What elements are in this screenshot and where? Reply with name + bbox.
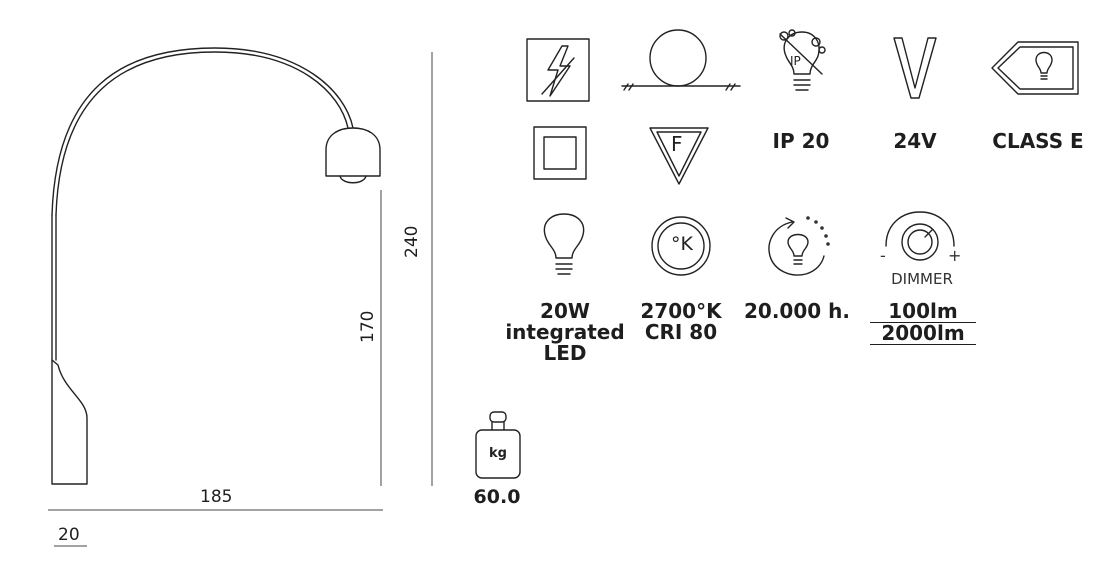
lumen-max-label: 2000lm (870, 323, 976, 345)
dimmer-min-text: - (880, 246, 886, 265)
weight-icon (475, 411, 521, 479)
voltage-v-icon (893, 37, 937, 99)
power-line-3: LED (543, 341, 587, 365)
double-insulation-icon (533, 126, 587, 180)
dimmer-knob-icon (885, 211, 955, 261)
lamp-arc-pole (51, 47, 354, 216)
dim-height-base: 170 (358, 310, 378, 343)
lifetime-icon (768, 216, 830, 276)
power-spec: 20W integrated LED (490, 301, 640, 364)
ip-protection-icon (779, 29, 826, 91)
kelvin-icon (651, 216, 711, 276)
energy-class-label: CLASS E (992, 129, 1084, 153)
dim-base-width: 20 (58, 525, 80, 545)
lumen-spec: 100lm 2000lm (870, 301, 976, 345)
arc-lamp-drawing (48, 47, 433, 547)
color-temp-line-2: CRI 80 (644, 320, 718, 344)
ip-rating-label: IP 20 (772, 129, 830, 153)
power-line-1: 20W (540, 299, 590, 323)
voltage-label: 24V (893, 129, 937, 153)
dimmer-label: DIMMER (891, 270, 953, 288)
bulb-icon (543, 213, 585, 275)
dimmer-max-text: + (948, 246, 962, 265)
flammability-icon-text: F (671, 132, 683, 156)
power-line-2: integrated (505, 320, 625, 344)
flammability-triangle-icon (649, 127, 709, 185)
weight-value: 60.0 (473, 486, 521, 508)
lamp-head-rim (339, 175, 367, 184)
dim-height-total: 240 (402, 225, 422, 258)
lamp-arc-pole-inner (55, 51, 349, 216)
lamp-head (325, 127, 381, 177)
surface-mounting-icon (621, 29, 741, 91)
lumen-min-label: 100lm (870, 301, 976, 323)
color-temp-line-1: 2700°K (640, 299, 722, 323)
kelvin-icon-text: °K (671, 233, 693, 255)
lamp-base (51, 359, 88, 485)
dim-reach: 185 (200, 487, 233, 507)
color-temp-spec: 2700°K CRI 80 (626, 301, 736, 343)
lifetime-label: 20.000 h. (744, 299, 850, 323)
ip-icon-text: IP (790, 54, 801, 68)
weight-unit-text: kg (489, 446, 507, 461)
energy-class-icon (991, 41, 1079, 95)
electrical-hazard-icon (526, 38, 590, 102)
